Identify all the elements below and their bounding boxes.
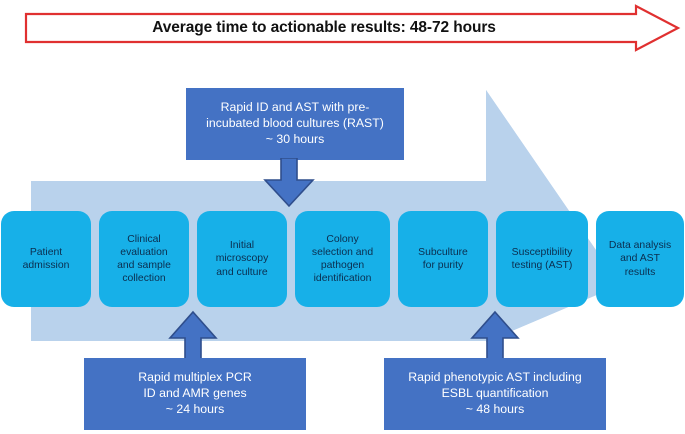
up-arrow-shape	[168, 310, 218, 361]
step-box-colony-selection[interactable]: Colony selection and pathogen identifica…	[295, 211, 390, 307]
step-label-data-analysis: Data analysis and AST results	[609, 239, 671, 279]
banner-arrow-shape	[24, 4, 681, 52]
callout-ast-line-3: ~ 48 hours	[465, 401, 525, 416]
workflow-steps-row: Patient admission Clinical evaluation an…	[0, 211, 685, 307]
callout-rast-line-2: incubated blood cultures (RAST)	[206, 116, 384, 130]
callout-rast[interactable]: Rapid ID and AST with pre- incubated blo…	[186, 88, 404, 160]
up-arrow-shape	[470, 310, 520, 361]
step-label-clinical-evaluation: Clinical evaluation and sample collectio…	[117, 233, 171, 286]
step-line: Subculture	[418, 246, 468, 258]
step-line: evaluation	[120, 246, 168, 258]
step-label-initial-microscopy: Initial microscopy and culture	[216, 239, 269, 279]
step-line: testing (AST)	[511, 260, 573, 271]
callout-rast-line-3: ~ 30 hours	[265, 131, 325, 146]
step-line: pathogen	[320, 260, 365, 271]
banner-arrow-outline	[24, 4, 681, 52]
step-box-susceptibility-testing[interactable]: Susceptibility testing (AST)	[496, 211, 588, 307]
step-line: Colony	[326, 233, 359, 245]
step-box-subculture-for-purity[interactable]: Subculture for purity	[398, 211, 488, 307]
callout-ast-line-2: ESBL quantification	[441, 386, 549, 400]
step-label-colony-selection: Colony selection and pathogen identifica…	[312, 233, 373, 286]
up-arrow-icon	[168, 310, 218, 361]
step-line: selection and	[311, 246, 374, 258]
step-label-susceptibility-testing: Susceptibility testing (AST)	[512, 246, 573, 272]
connector-arrow-pcr-up	[168, 310, 218, 362]
step-line: and sample	[117, 260, 171, 271]
average-time-banner-arrow	[24, 4, 681, 52]
step-line: identification	[313, 273, 372, 285]
callout-rapid-multiplex-pcr[interactable]: Rapid multiplex PCR ID and AMR genes ~ 2…	[84, 358, 306, 430]
step-box-clinical-evaluation[interactable]: Clinical evaluation and sample collectio…	[99, 211, 189, 307]
down-arrow-shape	[263, 158, 315, 208]
step-line: collection	[122, 273, 166, 285]
step-line: Initial	[229, 240, 255, 252]
step-box-data-analysis[interactable]: Data analysis and AST results	[596, 211, 684, 307]
step-box-initial-microscopy[interactable]: Initial microscopy and culture	[197, 211, 287, 307]
callout-pcr-line-1: Rapid multiplex PCR	[138, 370, 252, 385]
step-line: microscopy	[215, 253, 269, 265]
step-line: and AST	[620, 253, 660, 265]
callout-ast-line-1: Rapid phenotypic AST including	[408, 370, 582, 385]
step-line: Patient	[29, 246, 63, 258]
callout-rast-line-1: Rapid ID and AST with pre-	[220, 100, 370, 115]
step-line: results	[624, 266, 656, 278]
step-line: admission	[22, 260, 70, 271]
up-arrow-icon	[470, 310, 520, 361]
connector-arrow-rast-down	[262, 158, 316, 208]
step-label-subculture-for-purity: Subculture for purity	[418, 246, 468, 272]
step-line: Clinical	[127, 233, 161, 245]
step-line: Data analysis	[608, 240, 672, 252]
step-line: for purity	[422, 260, 464, 271]
down-arrow-icon	[263, 158, 315, 208]
step-line: Susceptibility	[511, 246, 573, 258]
step-line: and culture	[216, 266, 268, 278]
banner-label: Average time to actionable results: 48-7…	[152, 19, 496, 36]
callout-rapid-phenotypic-ast[interactable]: Rapid phenotypic AST including ESBL quan…	[384, 358, 606, 430]
step-box-patient-admission[interactable]: Patient admission	[1, 211, 91, 307]
step-label-patient-admission: Patient admission	[23, 246, 70, 272]
callout-pcr-line-2: ID and AMR genes	[143, 386, 247, 400]
callout-pcr-line-3: ~ 24 hours	[165, 401, 225, 416]
connector-arrow-ast-up	[470, 310, 520, 362]
